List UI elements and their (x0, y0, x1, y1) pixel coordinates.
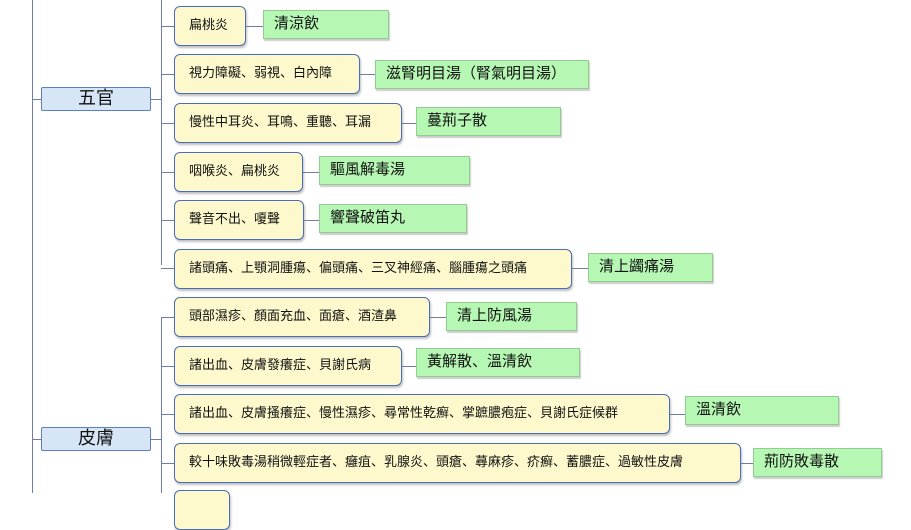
remedy-node[interactable]: 滋腎明目湯（腎氣明目湯） (375, 60, 589, 89)
row-tick-7 (161, 317, 174, 318)
remedy-connector-10 (741, 463, 753, 464)
row-tick-9 (161, 414, 174, 415)
row-tick-4 (161, 172, 174, 173)
row-tick-6 (161, 268, 174, 269)
remedy-connector-8 (402, 366, 416, 367)
remedy-node[interactable]: 清上防風湯 (446, 302, 577, 331)
remedy-node[interactable]: 清涼飲 (263, 10, 389, 39)
category-node-eyes-ears-nose-throat[interactable]: 五官 (41, 87, 151, 111)
condition-node[interactable]: 諸出血、皮膚搔癢症、慢性濕疹、尋常性乾癬、掌蹠膿疱症、貝謝氏症候群 (174, 394, 670, 434)
remedy-connector-3 (402, 123, 416, 124)
row-tick-5 (161, 220, 174, 221)
remedy-node[interactable]: 溫清飲 (685, 396, 839, 425)
condition-node[interactable]: 慢性中耳炎、耳鳴、重聽、耳漏 (174, 103, 402, 143)
row-tick-3 (161, 123, 174, 124)
category-node-skin[interactable]: 皮膚 (41, 427, 151, 451)
remedy-connector-1 (246, 26, 263, 27)
remedy-connector-9 (670, 414, 685, 415)
remedy-connector-4 (303, 172, 319, 173)
category-connector-1 (151, 99, 161, 100)
condition-node[interactable]: 扁桃炎 (174, 6, 246, 46)
condition-node-partial[interactable] (174, 490, 230, 530)
condition-node[interactable]: 諸出血、皮膚發癢症、貝謝氏病 (174, 346, 402, 386)
remedy-node[interactable]: 蔓荊子散 (416, 107, 561, 136)
condition-node[interactable]: 諸頭痛、上顎洞腫瘍、偏頭痛、三叉神經痛、腦腫瘍之頭痛 (174, 249, 572, 289)
branch-line-2 (161, 322, 162, 493)
condition-node[interactable]: 較十味敗毒湯稍微輕症者、癰疽、乳腺炎、頭瘡、蕁麻疹、疥癬、蓄膿症、過敏性皮膚 (174, 443, 741, 483)
remedy-connector-5 (304, 220, 319, 221)
remedy-node[interactable]: 清上蠲痛湯 (588, 253, 713, 282)
remedy-node[interactable]: 荊防敗毒散 (753, 448, 882, 477)
branch-line-1 (161, 0, 162, 265)
remedy-node[interactable]: 驅風解毒湯 (319, 156, 470, 185)
condition-node[interactable]: 頭部濕疹、顏面充血、面瘡、酒渣鼻 (174, 297, 430, 337)
row-tick-2 (161, 74, 174, 75)
condition-node[interactable]: 聲音不出、嗄聲 (174, 200, 304, 240)
trunk-connector-1 (32, 99, 41, 100)
row-tick-8 (161, 366, 174, 367)
trunk-connector-2 (32, 439, 41, 440)
main-trunk-line (32, 0, 33, 493)
branch-curve-2 (161, 317, 162, 325)
row-tick-10 (161, 463, 174, 464)
remedy-connector-7 (430, 317, 446, 318)
condition-node[interactable]: 視力障礙、弱視、白內障 (174, 54, 360, 94)
remedy-node[interactable]: 響聲破笛丸 (319, 204, 467, 233)
condition-node[interactable]: 咽喉炎、扁桃炎 (174, 152, 303, 192)
remedy-connector-6 (572, 268, 588, 269)
row-tick-1 (161, 26, 174, 27)
remedy-node[interactable]: 黃解散、溫清飲 (416, 348, 580, 377)
category-connector-2 (151, 439, 161, 440)
remedy-connector-2 (360, 74, 375, 75)
